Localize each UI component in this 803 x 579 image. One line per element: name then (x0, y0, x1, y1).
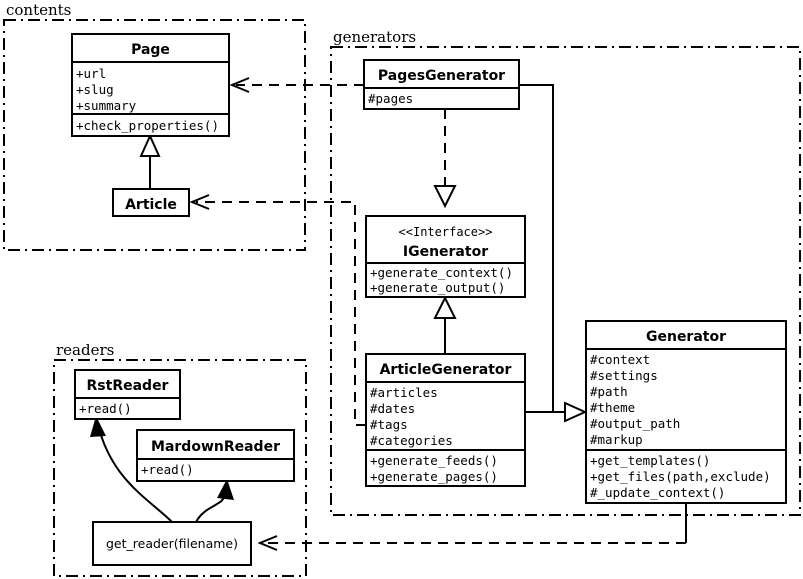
class-rstreader-method: +read() (79, 401, 132, 416)
class-articlegenerator-method: +generate_feeds() (370, 453, 498, 468)
package-contents: contents (3, 1, 306, 251)
package-readers-label: readers (56, 341, 114, 359)
package-readers: readers (53, 341, 307, 577)
class-rstreader[interactable]: RstReader +read() (74, 369, 181, 420)
edge-getreader-returns-rstreader (90, 416, 173, 523)
function-get-reader-label: get_reader(filename) (106, 536, 238, 551)
class-page-attribute: +url (76, 66, 106, 81)
function-get-reader-frame[interactable] (92, 521, 252, 566)
package-readers-border (53, 359, 307, 577)
class-page-method: +check_properties() (76, 118, 219, 133)
package-generators-label: generators (333, 28, 416, 46)
class-igenerator[interactable]: <<Interface>> IGenerator +generate_conte… (365, 215, 526, 298)
package-generators: generators (330, 28, 801, 516)
edge-getreader-returns-mardownreader (195, 479, 234, 523)
edge-generators-inherit-generator (519, 84, 588, 423)
class-articlegenerator-frame[interactable] (365, 353, 526, 487)
class-generator-attribute: #theme (590, 400, 635, 415)
class-rstreader-frame[interactable] (74, 369, 181, 420)
class-article-name: Article (125, 197, 177, 213)
class-generator-name: Generator (646, 329, 726, 345)
class-igenerator-method: +generate_context() (370, 265, 513, 280)
class-generator[interactable]: Generator #context #settings #path #them… (585, 320, 787, 504)
class-igenerator-stereotype: <<Interface>> (399, 225, 493, 239)
class-pagesgenerator-name: PagesGenerator (378, 68, 505, 84)
class-articlegenerator-attribute: #tags (370, 417, 408, 432)
package-contents-label: contents (6, 1, 71, 19)
class-article[interactable]: Article (112, 188, 190, 217)
class-pagesgenerator-attribute: #pages (368, 91, 413, 106)
class-pagesgenerator-frame[interactable] (363, 59, 520, 110)
class-generator-attribute: #context (590, 352, 650, 367)
class-articlegenerator[interactable]: ArticleGenerator #articles #dates #tags … (365, 353, 526, 487)
class-generator-attribute: #path (590, 384, 628, 399)
class-page-attribute: +summary (76, 98, 137, 113)
class-page[interactable]: Page +url +slug +summary +check_properti… (71, 33, 230, 137)
class-igenerator-name: IGenerator (403, 244, 488, 260)
class-articlegenerator-attribute: #categories (370, 433, 453, 448)
class-igenerator-method: +generate_output() (370, 280, 505, 295)
package-contents-border (3, 19, 306, 251)
class-generator-method: #_update_context() (590, 485, 725, 500)
edge-pagesgenerator-realizes-igenerator (433, 109, 457, 209)
class-page-frame[interactable] (71, 33, 230, 137)
class-generator-attribute: #output_path (590, 416, 680, 431)
class-generator-method: +get_files(path,exclude) (590, 469, 771, 484)
class-generator-attribute: #markup (590, 432, 643, 447)
class-articlegenerator-method: +generate_pages() (370, 469, 498, 484)
class-generator-frame[interactable] (585, 320, 787, 504)
class-articlegenerator-attribute: #dates (370, 401, 415, 416)
class-mardownreader-frame[interactable] (136, 429, 295, 482)
class-mardownreader-name: MardownReader (151, 439, 280, 455)
edge-pagesgenerator-uses-page (229, 77, 364, 93)
class-articlegenerator-attribute: #articles (370, 385, 438, 400)
class-page-name: Page (131, 42, 170, 58)
class-rstreader-name: RstReader (87, 378, 169, 394)
class-pagesgenerator[interactable]: PagesGenerator #pages (363, 59, 520, 110)
class-igenerator-frame[interactable] (365, 215, 526, 298)
function-get-reader[interactable]: get_reader(filename) (92, 521, 252, 566)
class-mardownreader-method: +read() (141, 462, 194, 477)
class-mardownreader[interactable]: MardownReader +read() (136, 429, 295, 482)
edge-article-inherits-page (139, 133, 161, 190)
edge-generator-uses-getreader (257, 503, 687, 551)
edge-articlegenerator-realizes-igenerator (433, 295, 457, 355)
class-page-attribute: +slug (76, 82, 114, 97)
package-generators-border (330, 46, 801, 516)
class-generator-attribute: #settings (590, 368, 658, 383)
class-article-frame[interactable] (112, 188, 190, 217)
class-generator-method: +get_templates() (590, 453, 710, 468)
edge-articlegenerator-uses-article (189, 194, 366, 426)
class-articlegenerator-name: ArticleGenerator (380, 362, 512, 378)
